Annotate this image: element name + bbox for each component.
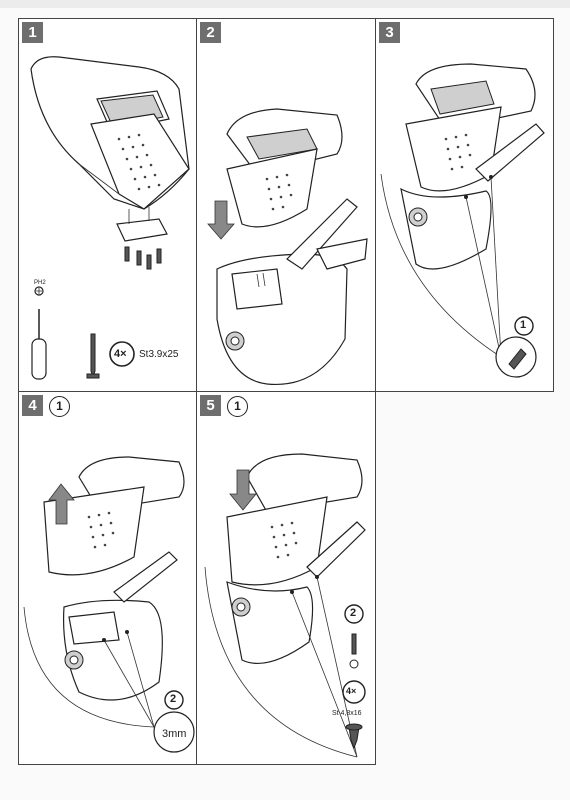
step-5-panel: 5 1 2 4× St 4,8x16 — [196, 391, 376, 765]
screw-quantity: 4× — [346, 686, 357, 696]
substep-number: 1 — [227, 396, 248, 417]
step-number: 1 — [22, 22, 43, 43]
armrest-illustration — [23, 456, 195, 753]
step-2-panel: 2 — [196, 18, 376, 392]
top-bar — [0, 0, 570, 8]
armrest-illustration — [30, 56, 190, 380]
armrest-illustration — [207, 108, 368, 386]
callout-number: 1 — [520, 319, 527, 331]
armrest-illustration — [204, 453, 366, 758]
armrest-illustration — [380, 63, 545, 378]
tool-label: PH2 — [34, 280, 46, 286]
step-number: 3 — [379, 22, 400, 43]
step-number: 5 — [200, 395, 221, 416]
callout-number: 2 — [350, 607, 357, 619]
screw-quantity: 4× — [114, 348, 127, 360]
step-number: 2 — [200, 22, 221, 43]
screw-spec: St 4,8x16 — [332, 710, 362, 717]
step-number: 4 — [22, 395, 43, 416]
step-1-panel: 1 PH2 4× St3.9x25 — [18, 18, 197, 392]
screw-spec: St3.9x25 — [139, 349, 179, 360]
substep-number: 1 — [49, 396, 70, 417]
step-4-panel: 4 1 2 3mm — [18, 391, 197, 765]
step-3-panel: 3 1 — [375, 18, 554, 392]
drill-size-label: 3mm — [162, 728, 187, 740]
callout-number: 2 — [170, 693, 177, 705]
